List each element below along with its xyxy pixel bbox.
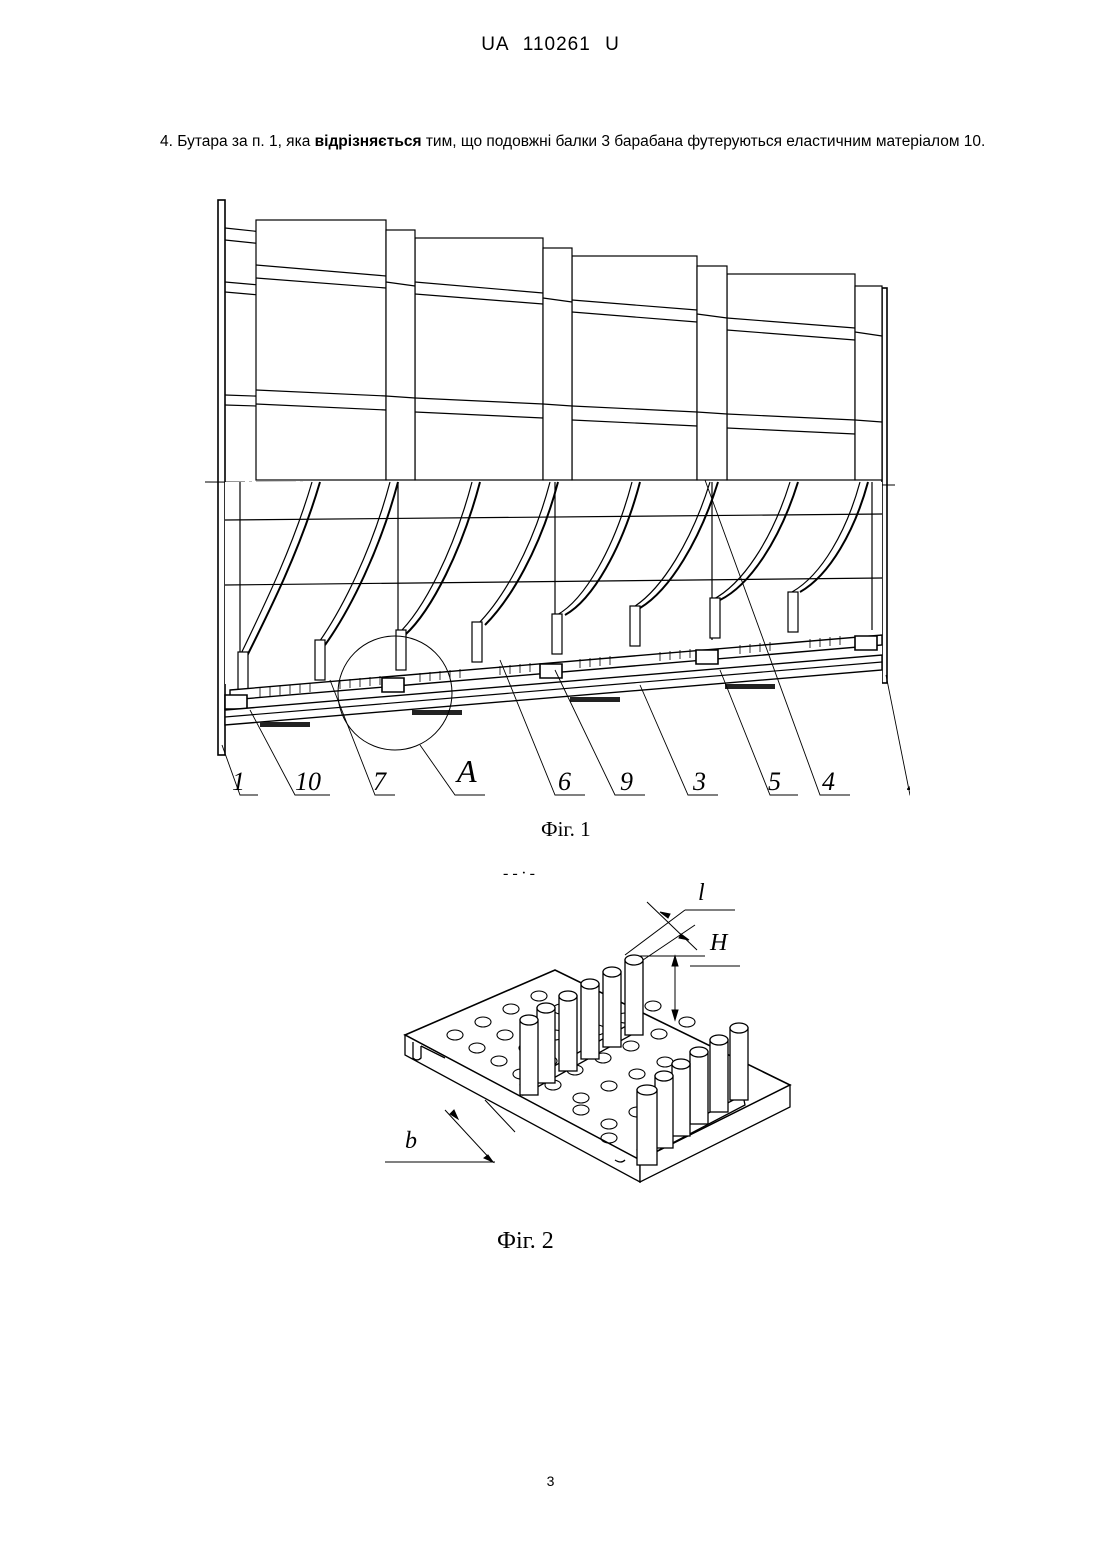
figure-2-caption: Фіг. 2: [497, 1228, 554, 1255]
dimension-b-label: b: [405, 1128, 417, 1154]
label-7: 7: [373, 767, 387, 796]
figure-1-drawing: 1 10 7 А 6 9 3 5 4 2: [200, 190, 910, 805]
page-number: 3: [0, 1473, 1101, 1489]
claim-prefix: 4. Бутара за п. 1, яка: [160, 133, 315, 150]
document-header: UA 110261 U: [0, 34, 1101, 56]
label-5: 5: [768, 767, 781, 796]
label-6: 6: [558, 767, 571, 796]
drum-lower-section: [225, 482, 882, 750]
label-A: А: [455, 753, 477, 789]
label-9: 9: [620, 767, 633, 796]
claim-suffix: тим, що подовжні балки 3 барабана футеру…: [422, 133, 986, 150]
figure-2-drawing: - - · -: [385, 870, 805, 1225]
label-10: 10: [295, 767, 321, 796]
label-4: 4: [822, 767, 835, 796]
label-3: 3: [692, 767, 706, 796]
claim-paragraph: 4. Бутара за п. 1, яка відрізняється тим…: [160, 131, 995, 152]
claim-emphasis: відрізняється: [315, 133, 422, 150]
label-1: 1: [232, 767, 245, 796]
drum-upper-section: [225, 220, 882, 480]
dimension-H-label: H: [709, 930, 729, 956]
dimension-l-label: l: [698, 880, 705, 906]
figure-2-top-mark: - - · -: [503, 870, 535, 882]
label-2: 2: [907, 767, 910, 796]
figure-1-caption: Фіг. 1: [541, 817, 591, 842]
